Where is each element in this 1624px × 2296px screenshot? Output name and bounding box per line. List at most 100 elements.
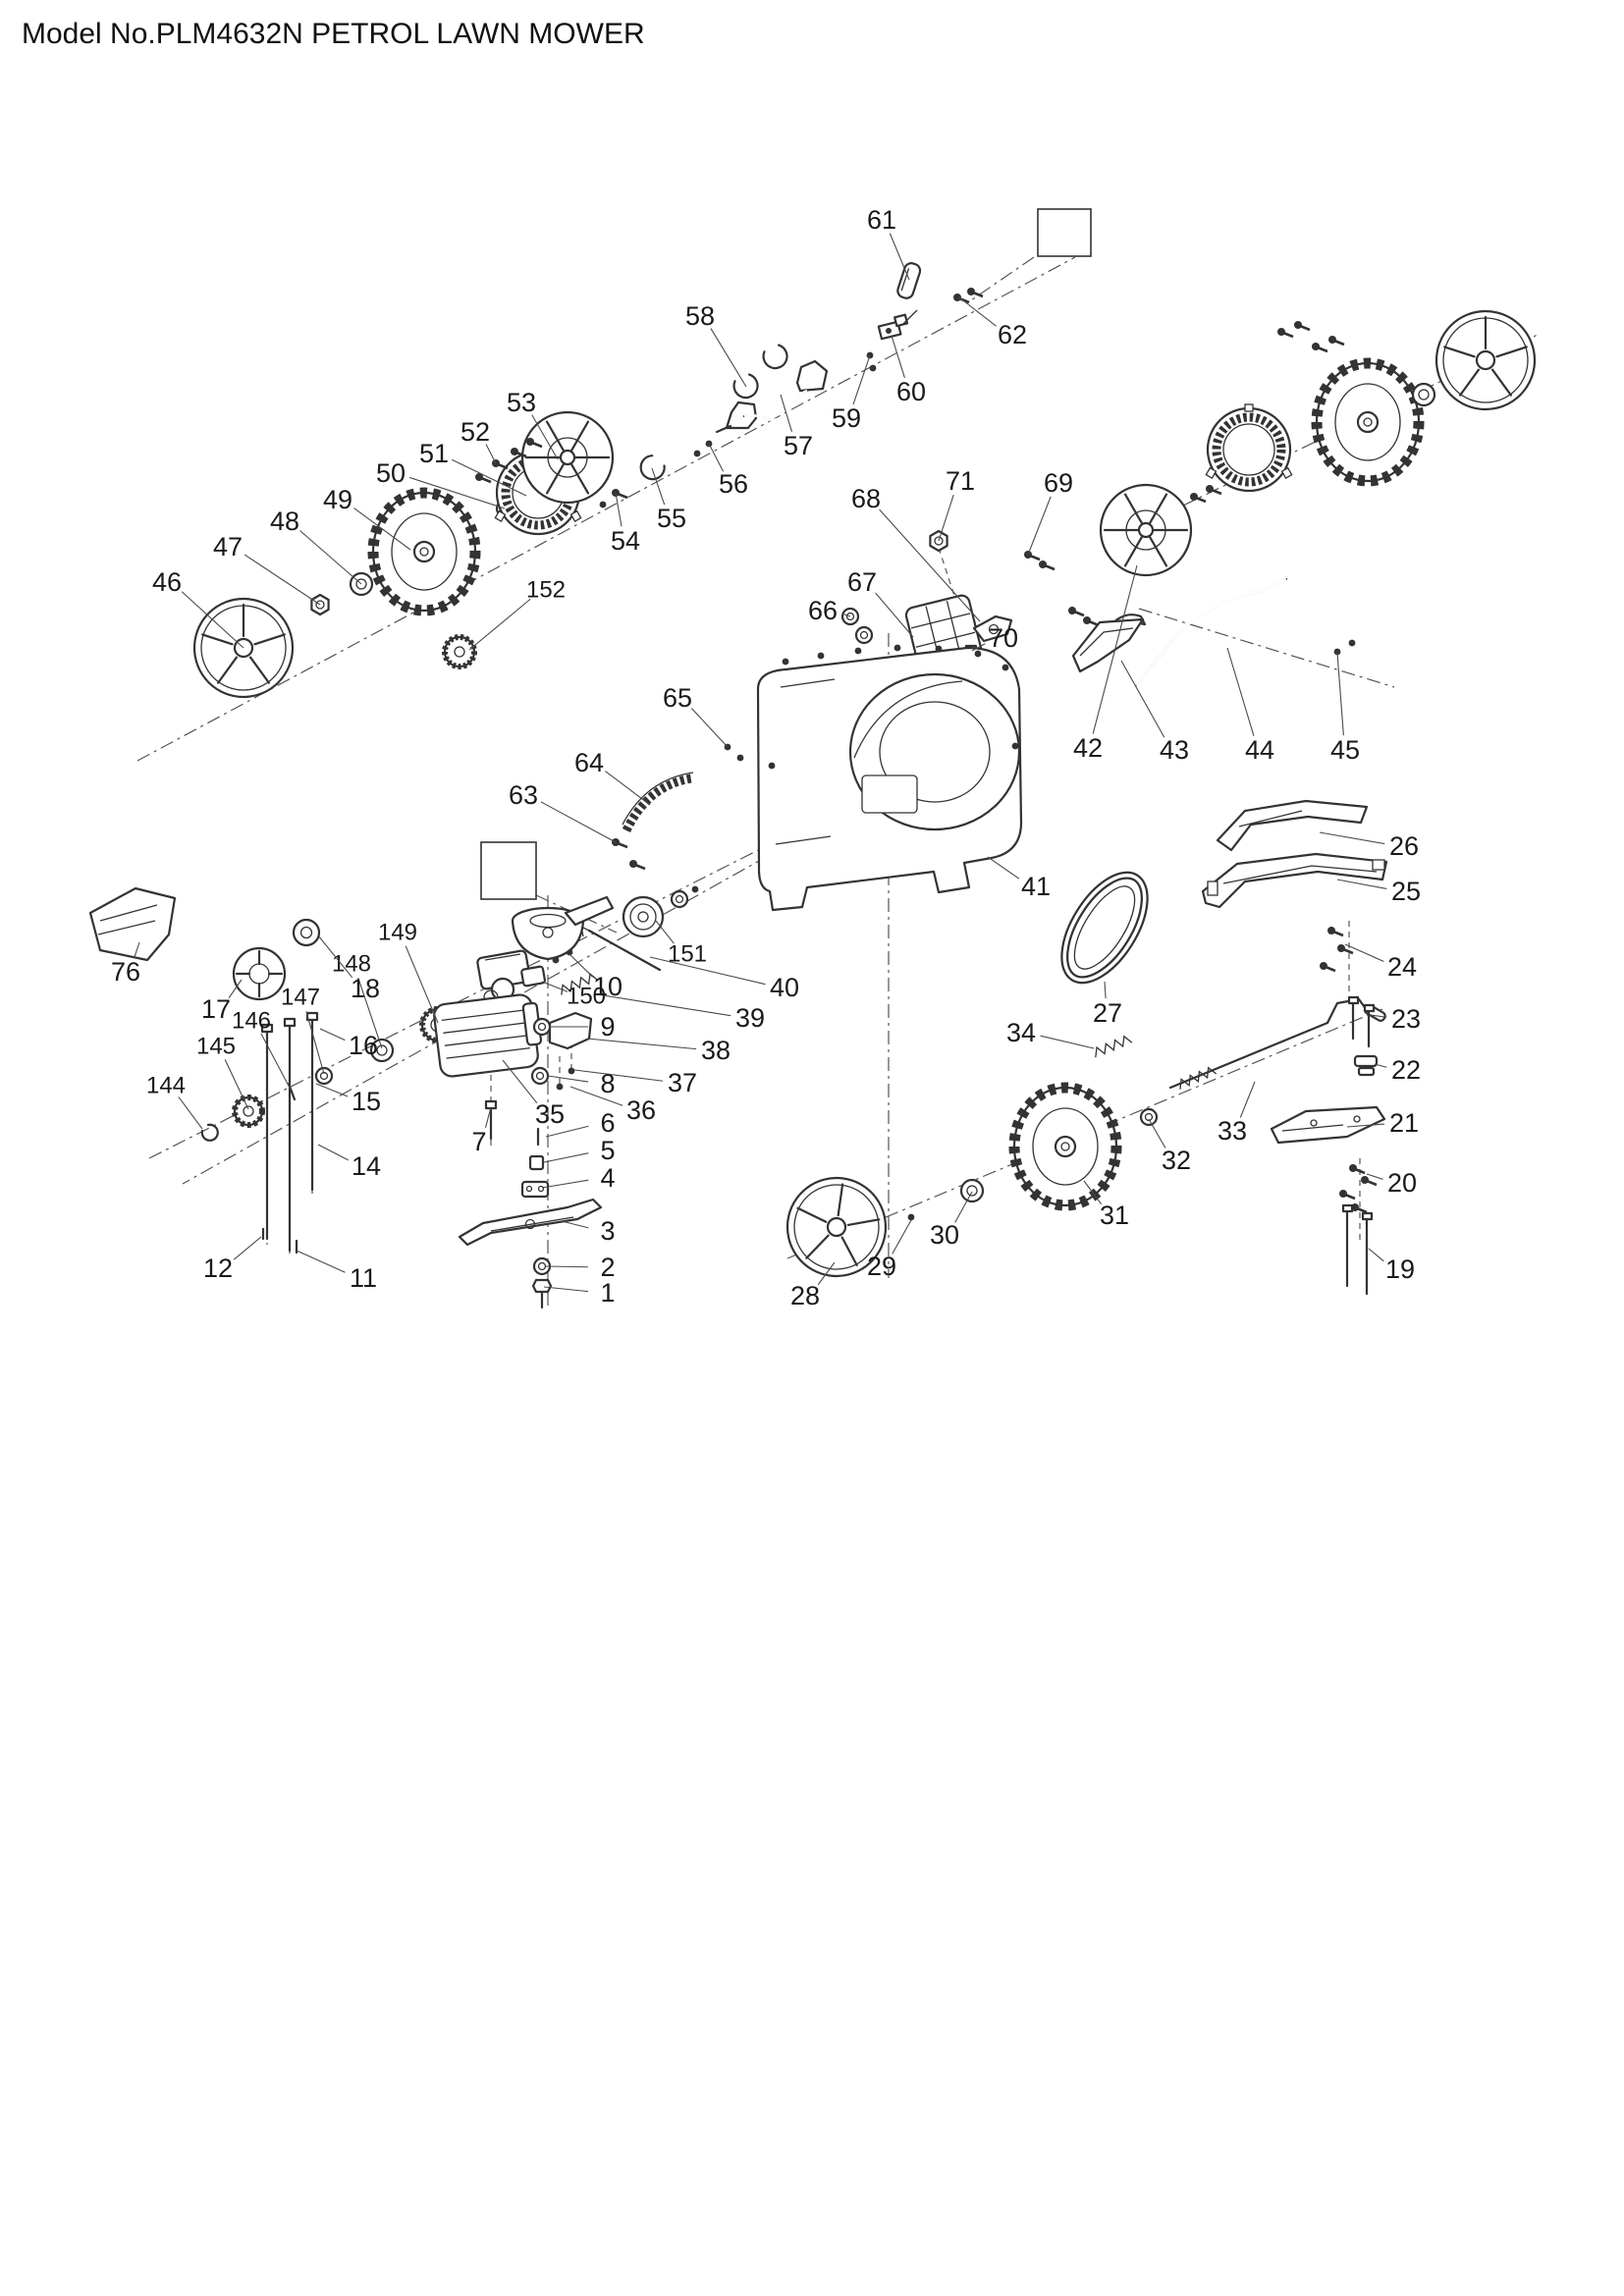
part-18-washer — [292, 918, 321, 947]
leader-line-152 — [468, 598, 531, 651]
leader-line-10 — [568, 953, 594, 978]
screw — [1318, 960, 1337, 973]
leader-line-149 — [405, 945, 439, 1024]
screw — [627, 858, 647, 871]
part-number-43: 43 — [1160, 735, 1189, 765]
leader-line-50 — [408, 476, 506, 509]
part-number-47: 47 — [213, 532, 243, 561]
part-number-44: 44 — [1245, 735, 1274, 765]
part-44-rod — [1134, 577, 1288, 687]
handle-bracket-assembly — [715, 262, 985, 434]
grommet — [854, 625, 874, 645]
part-number-57: 57 — [784, 431, 813, 460]
screw — [1326, 334, 1346, 347]
part-4-blade-adapter — [520, 1180, 550, 1199]
part-68-bracket — [972, 614, 1013, 643]
part-number-147: 147 — [281, 985, 320, 1011]
part-20-screw — [1347, 1162, 1367, 1175]
part-32-washer — [1139, 1107, 1159, 1127]
transmission-parts — [200, 634, 699, 1142]
part-60-throttle-lever — [877, 309, 918, 341]
rivet — [854, 647, 862, 655]
leader-line-1 — [543, 1286, 589, 1293]
part-number-17: 17 — [201, 994, 231, 1024]
leader-line-17 — [228, 979, 243, 998]
part-61-grip — [896, 262, 922, 299]
part-number-4: 4 — [600, 1163, 615, 1193]
part-number-8: 8 — [600, 1069, 615, 1098]
part-number-11: 11 — [350, 1263, 377, 1293]
leader-line-41 — [987, 856, 1020, 880]
part-number-51: 51 — [419, 439, 449, 468]
leader-line-151 — [655, 920, 675, 944]
part-number-49: 49 — [323, 485, 352, 514]
part-number-19: 19 — [1385, 1255, 1415, 1284]
leader-line-31 — [1083, 1180, 1103, 1205]
part-number-22: 22 — [1391, 1055, 1421, 1085]
leader-line-144 — [178, 1096, 203, 1130]
leader-line-16 — [319, 1028, 346, 1041]
part-145-gear — [235, 1097, 262, 1125]
part-number-16: 16 — [349, 1031, 378, 1060]
part-number-70: 70 — [989, 623, 1018, 653]
part-25-bracket — [1201, 852, 1388, 909]
part-43-deflector — [1071, 617, 1145, 673]
part-number-1: 1 — [600, 1278, 615, 1308]
part-64-rack-edge — [622, 772, 694, 826]
leader-line-71 — [938, 494, 954, 542]
part-number-39: 39 — [735, 1003, 765, 1033]
part-number-40: 40 — [770, 973, 799, 1002]
rivet — [1001, 664, 1009, 671]
part-147-washer — [314, 1066, 334, 1086]
leader-line-20 — [1366, 1173, 1383, 1180]
part-24-screw — [1326, 925, 1345, 937]
leader-line-145 — [224, 1059, 249, 1110]
part-number-68: 68 — [851, 484, 881, 513]
leader-line-14 — [317, 1144, 350, 1161]
leader-line-58 — [710, 328, 747, 388]
screw — [1359, 1174, 1379, 1187]
leader-line-42 — [1092, 564, 1138, 734]
part-number-144: 144 — [146, 1073, 186, 1099]
screw — [1292, 319, 1312, 332]
leader-line-24 — [1344, 943, 1384, 962]
leader-line-2 — [545, 1265, 589, 1268]
leader-line-28 — [817, 1261, 836, 1286]
part-number-66: 66 — [808, 596, 838, 625]
part-49-wheel-tire — [373, 493, 475, 611]
part-22-clamp — [1353, 1054, 1379, 1077]
leader-line-65 — [690, 708, 729, 748]
part-19-bolts — [1341, 1203, 1374, 1296]
part-number-54: 54 — [611, 526, 640, 556]
rivet — [768, 762, 776, 770]
part-number-14: 14 — [352, 1151, 381, 1181]
leader-line-15 — [315, 1083, 349, 1097]
part-number-152: 152 — [526, 577, 566, 604]
leader-line-34 — [1040, 1035, 1095, 1049]
dot — [1348, 639, 1356, 647]
part-number-27: 27 — [1093, 998, 1122, 1028]
screw — [1275, 326, 1295, 339]
part-number-55: 55 — [657, 504, 686, 533]
part-9-washer — [532, 1017, 552, 1037]
part-40-link-rod — [587, 929, 662, 972]
part-35-muffler — [433, 993, 543, 1078]
leader-line-39 — [596, 993, 731, 1017]
part-1-bolt — [531, 1278, 553, 1309]
screw — [1204, 483, 1223, 496]
leader-line-4 — [541, 1179, 589, 1189]
leader-line-54 — [615, 492, 623, 527]
leader-line-53 — [531, 414, 559, 460]
part-number-67: 67 — [847, 567, 877, 597]
bottom-left-parts — [88, 886, 321, 1255]
screw — [1081, 614, 1101, 627]
screw — [965, 286, 985, 298]
part-number-50: 50 — [376, 458, 406, 488]
part-29-nut — [907, 1213, 915, 1221]
leader-line-8 — [547, 1075, 589, 1083]
leader-line-52 — [485, 444, 497, 464]
part-27-drive-belt — [1060, 871, 1149, 985]
part-number-34: 34 — [1006, 1018, 1036, 1047]
part-number-12: 12 — [203, 1254, 233, 1283]
